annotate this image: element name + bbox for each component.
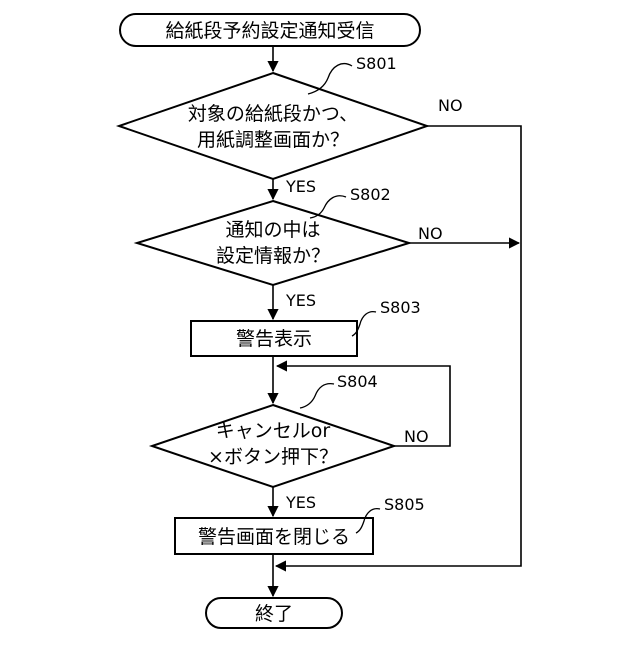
s801-no-label: NO [438,96,463,115]
decision-s801-shape [119,73,427,179]
decision-s802-line2: 設定情報か？ [216,245,330,267]
s804-no-label: NO [404,427,429,446]
end-label: 終了 [255,603,293,625]
s804-yes-label: YES [285,493,316,512]
start-terminator: 給紙段予約設定通知受信 [120,14,420,46]
end-terminator: 終了 [206,598,342,628]
decision-s804: キャンセルor ×ボタン押下？ S804 NO YES [152,372,429,512]
step-label-s804: S804 [337,372,378,391]
s802-yes-label: YES [285,291,316,310]
step-label-s802: S802 [350,185,391,204]
leader-s804 [300,384,334,408]
step-label-s805: S805 [384,495,425,514]
decision-s802-line1: 通知の中は [225,219,320,241]
decision-s804-line2: ×ボタン押下？ [208,446,338,468]
decision-s804-line1: キャンセルor [216,420,331,442]
decision-s802-shape [137,201,409,285]
s801-yes-label: YES [285,177,316,196]
start-label: 給紙段予約設定通知受信 [165,20,374,42]
decision-s802: 通知の中は 設定情報か？ S802 NO YES [137,185,443,310]
step-label-s801: S801 [356,54,397,73]
s802-no-label: NO [418,224,443,243]
step-label-s803: S803 [380,298,421,317]
decision-s801-line1: 対象の給紙段かつ、 [188,103,358,125]
decision-s801: 対象の給紙段かつ、 用紙調整画面か？ S801 NO YES [119,54,463,196]
decision-s801-line2: 用紙調整画面か？ [197,129,349,151]
process-s803-label: 警告表示 [236,328,312,350]
process-s805-label: 警告画面を閉じる [198,526,350,548]
